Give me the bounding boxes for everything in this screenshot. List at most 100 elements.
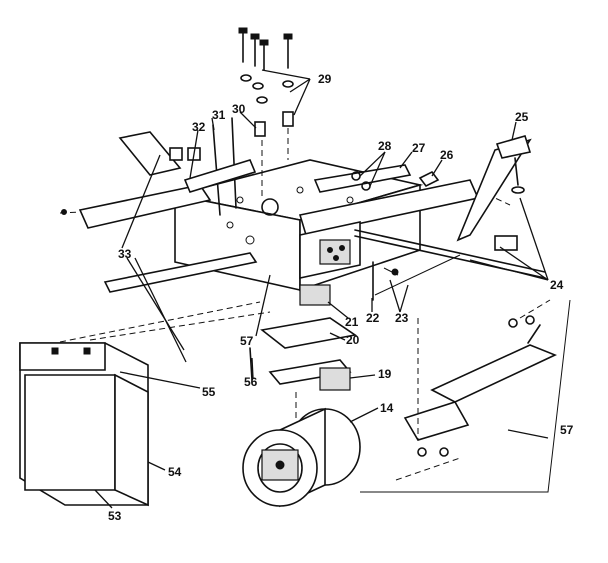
leader-21 (327, 301, 349, 319)
leader-27 (399, 151, 413, 169)
leader-33 (126, 257, 185, 351)
leader-19 (349, 374, 376, 379)
rod-30 (231, 117, 237, 209)
leader-56 (251, 357, 254, 379)
left-linkage (118, 117, 257, 216)
label-14: 14 (380, 401, 394, 415)
chassis-hole (245, 235, 255, 245)
nut (525, 315, 535, 325)
label-55: 55 (202, 385, 216, 399)
label-21: 21 (345, 315, 359, 329)
upper-right-bracket (456, 135, 532, 251)
relay-19 (319, 367, 351, 391)
leader-54 (147, 461, 166, 471)
leader-57a (255, 274, 271, 337)
label-30: 30 (232, 102, 246, 116)
leader-24 (499, 246, 549, 281)
washer (282, 80, 294, 88)
label-53: 53 (108, 509, 122, 523)
cover-front-panel (24, 374, 116, 491)
nut-line (519, 299, 551, 319)
bracket-57-brace (360, 299, 571, 493)
bracket-27 (313, 164, 412, 193)
leader-55 (119, 371, 201, 389)
part-labels: 29 30 31 32 33 28 27 26 25 24 23 22 21 2… (108, 72, 574, 523)
pin-56 (249, 347, 253, 381)
bracket-screw (514, 157, 519, 186)
cover-side-panel (114, 373, 149, 507)
motor-14 (242, 392, 361, 508)
label-19: 19 (378, 367, 392, 381)
leader-24 (519, 197, 549, 281)
chassis-hole (346, 196, 354, 204)
left-side-rail (59, 184, 212, 229)
screw-23-shaft (383, 267, 399, 276)
cover-hole (83, 347, 91, 355)
cover-mount-line (59, 301, 261, 343)
switch-assembly (299, 261, 399, 306)
cover-hole (51, 347, 59, 355)
switch-21 (299, 284, 331, 306)
guard-screw-line (395, 457, 461, 481)
chassis-hole (226, 221, 234, 229)
plate-20 (260, 317, 358, 349)
leader-57b (507, 429, 549, 439)
cover-mount-line (89, 311, 271, 341)
upper-57-hardware (508, 299, 551, 328)
screw-head (169, 147, 183, 161)
guard-tab (527, 324, 541, 344)
label-23: 23 (395, 311, 409, 325)
top-bolt-assembly (238, 27, 294, 200)
washer (256, 96, 268, 104)
bracket-mount-plate (495, 135, 532, 159)
bracket-foot (494, 235, 518, 251)
leader-20 (329, 332, 346, 341)
guard-top (430, 344, 558, 403)
leader-33 (134, 257, 187, 363)
spacer (254, 121, 266, 137)
leader-26 (431, 159, 443, 177)
label-28: 28 (378, 139, 392, 153)
leader-29 (289, 78, 311, 93)
motor-front-ring (257, 443, 303, 493)
bracket-washer (511, 186, 525, 194)
leader-28 (369, 151, 386, 187)
label-27: 27 (412, 141, 426, 155)
leader-14 (349, 407, 379, 423)
label-32: 32 (192, 120, 206, 134)
label-31: 31 (212, 108, 226, 122)
label-57a: 57 (240, 334, 254, 348)
label-26: 26 (440, 148, 454, 162)
chassis-hole (236, 196, 244, 204)
label-24: 24 (550, 278, 564, 292)
label-33: 33 (118, 247, 132, 261)
washer (240, 74, 252, 82)
label-29: 29 (318, 72, 332, 86)
chassis-center-hole (261, 198, 279, 216)
terminal-screw (333, 255, 339, 261)
bracket-left-wedge (118, 131, 182, 176)
leader-31 (211, 117, 215, 131)
motor-shaft (275, 460, 285, 470)
bracket-lines (360, 299, 571, 493)
cover-assembly (19, 301, 271, 507)
guard-screw (439, 447, 449, 457)
label-56: 56 (244, 375, 258, 389)
guard-lip (403, 401, 470, 441)
leader-30 (239, 111, 257, 129)
leader-28 (359, 151, 386, 177)
leader-29 (261, 69, 311, 80)
guard-screw (417, 447, 427, 457)
leader-lines (94, 69, 549, 509)
nut (508, 318, 518, 328)
label-54: 54 (168, 465, 182, 479)
label-20: 20 (346, 333, 360, 347)
bolt-head (259, 39, 269, 46)
bolt-head (238, 27, 248, 34)
leader-24 (469, 259, 549, 281)
bolt-head (283, 33, 293, 40)
cover-top-strip (19, 342, 106, 371)
terminal-screw (327, 247, 333, 253)
